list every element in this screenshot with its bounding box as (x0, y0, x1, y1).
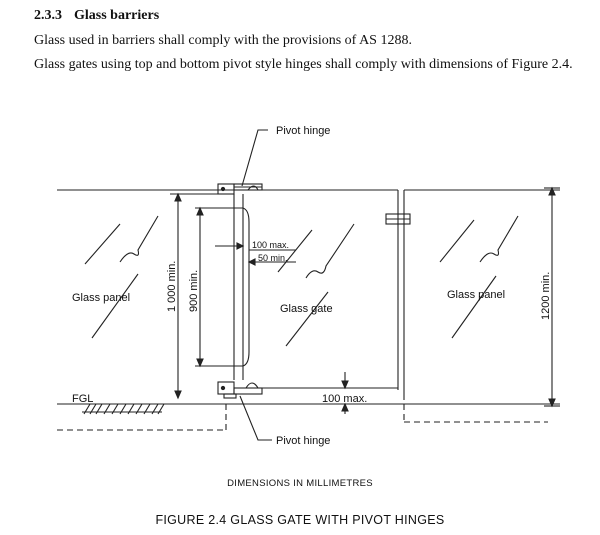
pivot-hinge-bottom-leader (239, 395, 272, 441)
label-1000-min: 1 000 min. (166, 261, 178, 312)
paragraph-2: Glass gates using top and bottom pivot s… (34, 57, 573, 72)
glass-reflection-gate (277, 223, 355, 347)
figure-caption: FIGURE 2.4 GLASS GATE WITH PIVOT HINGES (155, 513, 445, 527)
label-1200-min: 1200 min. (540, 272, 552, 320)
glass-reflection-left (84, 215, 159, 339)
top-hinge-block (217, 183, 235, 195)
paragraph-1: Glass used in barriers shall comply with… (34, 33, 412, 48)
label-glass-gate: Glass gate (280, 303, 333, 315)
section-heading: 2.3.3 Glass barriers (34, 8, 159, 24)
label-fgl: FGL (72, 393, 93, 405)
figure-note: DIMENSIONS IN MILLIMETRES (227, 478, 373, 489)
label-50-min: 50 min. (258, 253, 288, 263)
label-100-max: 100 max. (252, 240, 289, 250)
fgl-hatching (82, 403, 165, 415)
bottom-hinge-knob (245, 382, 259, 389)
pivot-hinge-top-leader (241, 129, 268, 187)
bottom-hinge-plate (233, 387, 263, 395)
label-pivot-hinge-bottom: Pivot hinge (276, 435, 330, 447)
section-number: 2.3.3 (34, 8, 62, 23)
bottom-hinge-block (217, 381, 235, 395)
label-900-min: 900 min. (188, 270, 200, 312)
glass-reflection-right (439, 215, 519, 339)
label-100-max-bottom: 100 max. (322, 393, 367, 405)
top-hinge-knob (247, 185, 259, 191)
section-title: Glass barriers (74, 8, 160, 23)
label-glass-panel-left: Glass panel (72, 292, 130, 304)
gate-stile (242, 207, 250, 367)
label-pivot-hinge-top: Pivot hinge (276, 125, 330, 137)
label-glass-panel-right: Glass panel (447, 289, 505, 301)
